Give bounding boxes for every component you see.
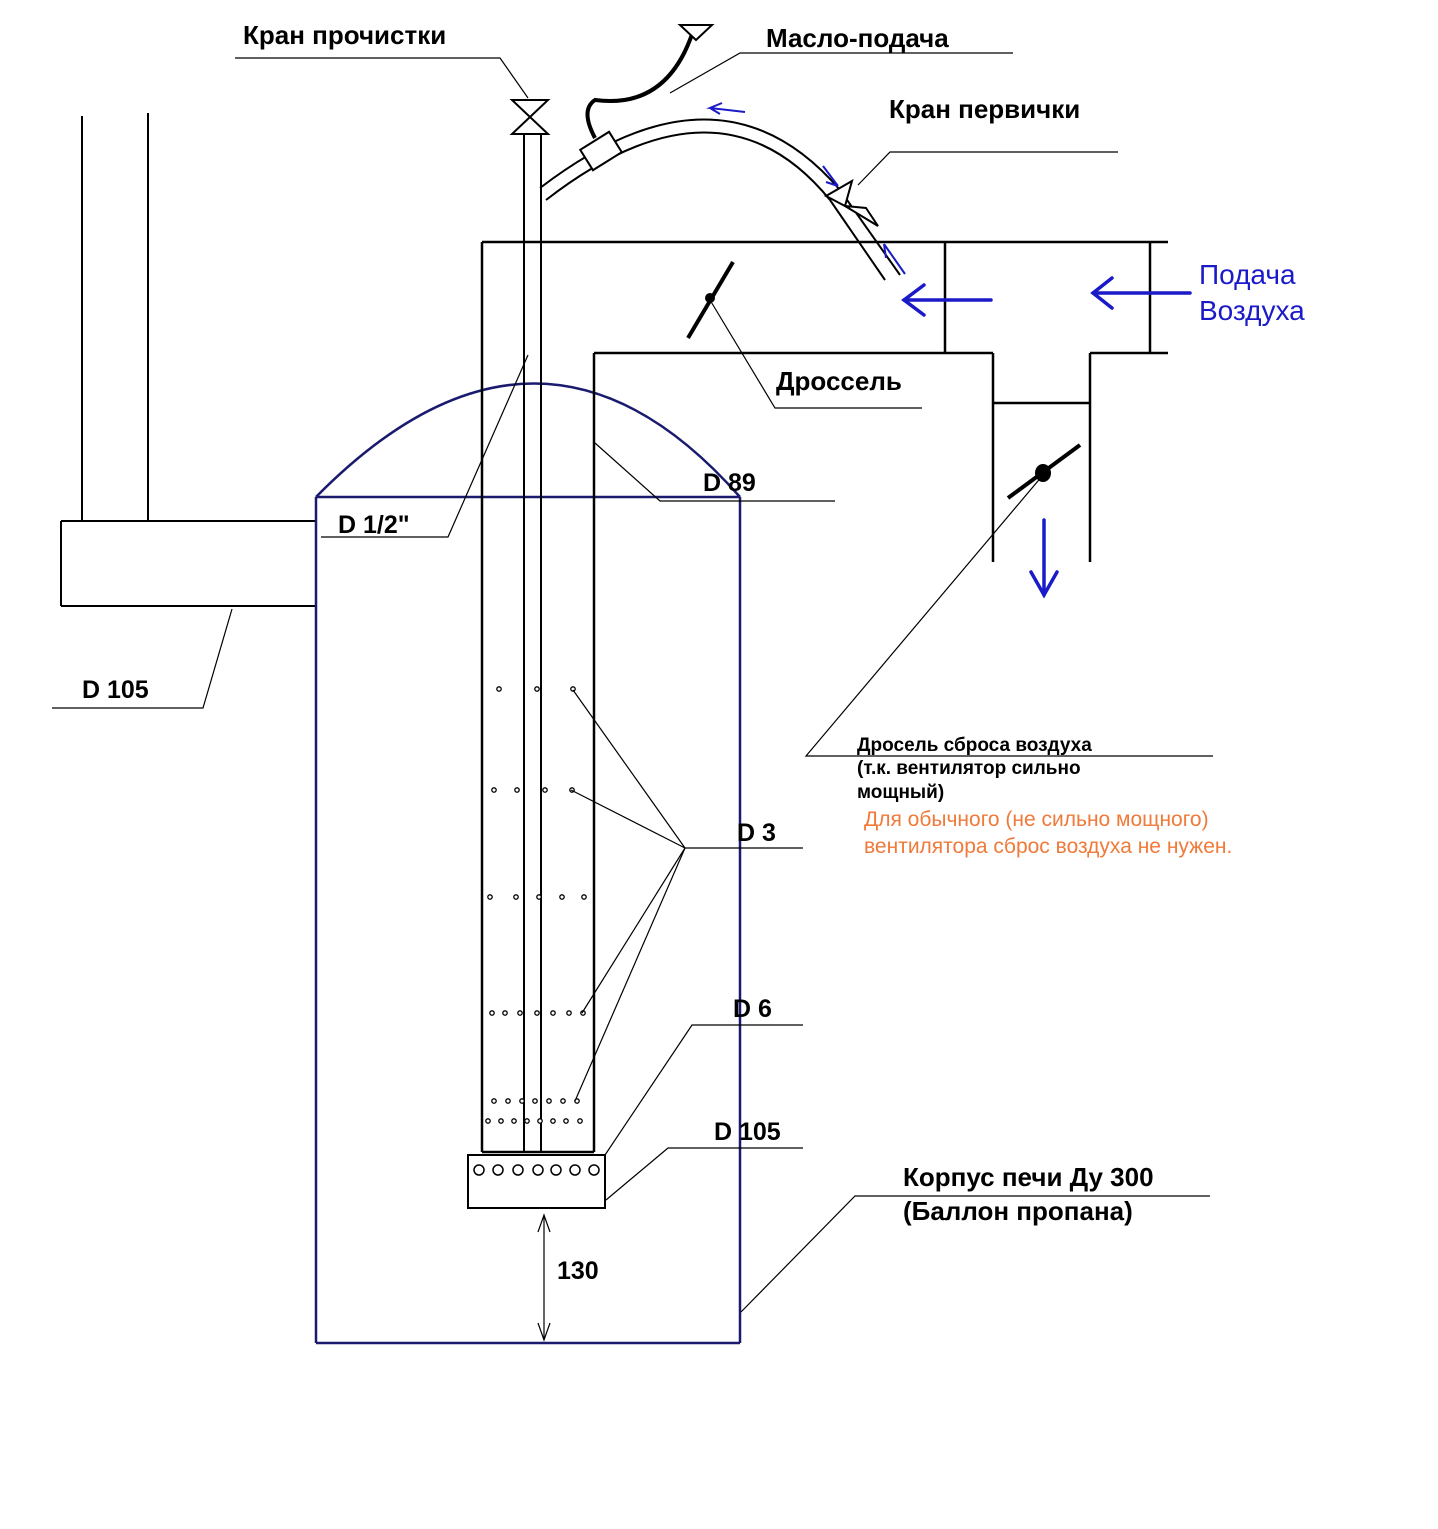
perforation-holes: [485, 686, 587, 1124]
cleaning-valve-icon: [509, 99, 551, 135]
d105-burner-label: D 105: [714, 1118, 781, 1146]
burner-head: [467, 1154, 606, 1209]
gap-130-label: 130: [557, 1257, 599, 1285]
d3-label: D 3: [737, 819, 776, 847]
fuel-pipe: [523, 130, 542, 1152]
air-supply-line2: Воздуха: [1199, 294, 1305, 326]
d89-label: D 89: [703, 469, 756, 497]
air-duct: [480, 240, 1168, 1154]
bypass-throttle-line2: (т.к. вентилятор сильно: [857, 758, 1081, 780]
housing-line1: Корпус печи Ду 300: [903, 1162, 1154, 1192]
cleaning-valve-label: Кран прочистки: [243, 20, 447, 50]
housing-label: Корпус печи Ду 300 (Баллон пропана): [903, 1161, 1154, 1229]
furnace-housing: [314, 382, 742, 1345]
air-supply-label: Подача Воздуха: [1199, 257, 1305, 329]
fan-note: Для обычного (не сильно мощного) вентиля…: [864, 807, 1232, 861]
oil-feed-label: Масло-подача: [766, 23, 949, 53]
oil-feed-line: [585, 24, 715, 139]
air-supply-line1: Подача: [1199, 259, 1296, 290]
air-flow-arrows: [901, 276, 1192, 599]
primary-valve-label: Кран первички: [889, 94, 1081, 124]
d6-label: D 6: [733, 995, 772, 1023]
bypass-throttle-line3: мощный): [857, 781, 945, 803]
fan-note-line1: Для обычного (не сильно мощного): [864, 808, 1209, 831]
bypass-throttle-label: Дросель сброса воздуха (т.к. вентилятор …: [857, 734, 1092, 804]
flue-pipe: [60, 113, 316, 607]
bypass-throttle-line1: Дросель сброса воздуха: [857, 735, 1092, 756]
d-half-inch-label: D 1/2": [338, 511, 410, 539]
housing-line2: (Баллон пропана): [903, 1195, 1133, 1226]
d105-flue-label: D 105: [82, 676, 149, 704]
primary-air-hose: [539, 102, 906, 281]
throttle-label: Дроссель: [776, 366, 902, 396]
leader-lines: [52, 52, 1213, 1313]
dimension-130: [537, 1213, 551, 1342]
bypass-throttle-icon: [1006, 443, 1082, 500]
fan-note-line2: вентилятора сброс воздуха не нужен.: [864, 834, 1233, 858]
